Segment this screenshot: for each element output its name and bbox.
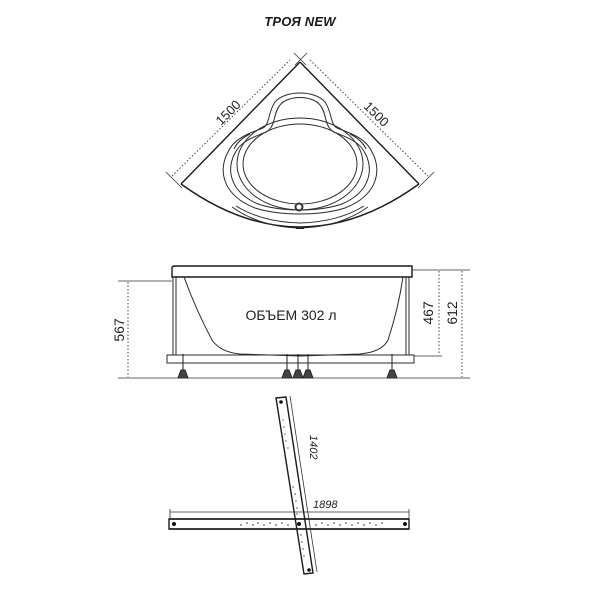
bath-edge-left [180, 61, 301, 185]
frame-dim-1402: 1402 [307, 435, 319, 459]
bowl-outer [236, 117, 364, 211]
product-title: ТРОЯ NEW [264, 14, 336, 29]
volume-label: ОБЪЕМ 302 л [246, 307, 337, 323]
bath-rim [171, 265, 413, 278]
top-dim-left: 1500 [213, 97, 244, 128]
leg-icons [177, 354, 398, 379]
side-dim-467: 467 [420, 301, 436, 325]
side-view: 567 467 612 ОБЪЕМ 302 л [111, 265, 470, 379]
bath-front-arc [180, 183, 420, 228]
dim-line-right [309, 59, 429, 177]
frame-bar-diagonal [275, 396, 314, 575]
frame-bar-horizontal [168, 518, 410, 530]
frame-base [166, 354, 415, 364]
drain-icon [294, 202, 304, 212]
bowl-inner [242, 123, 358, 205]
front-step-inner [235, 205, 365, 224]
dim-line-left [171, 59, 291, 177]
frame-view: 1402 1898 [168, 395, 410, 575]
top-view: 1500 1500 [165, 52, 435, 229]
frame-dim-1898: 1898 [313, 499, 338, 511]
rim-outer [222, 92, 378, 215]
side-dim-left: 567 [111, 318, 127, 342]
bath-body [183, 276, 404, 357]
rim-inner [230, 97, 370, 211]
bath-edge-right [299, 61, 420, 185]
side-dim-612: 612 [444, 301, 460, 325]
